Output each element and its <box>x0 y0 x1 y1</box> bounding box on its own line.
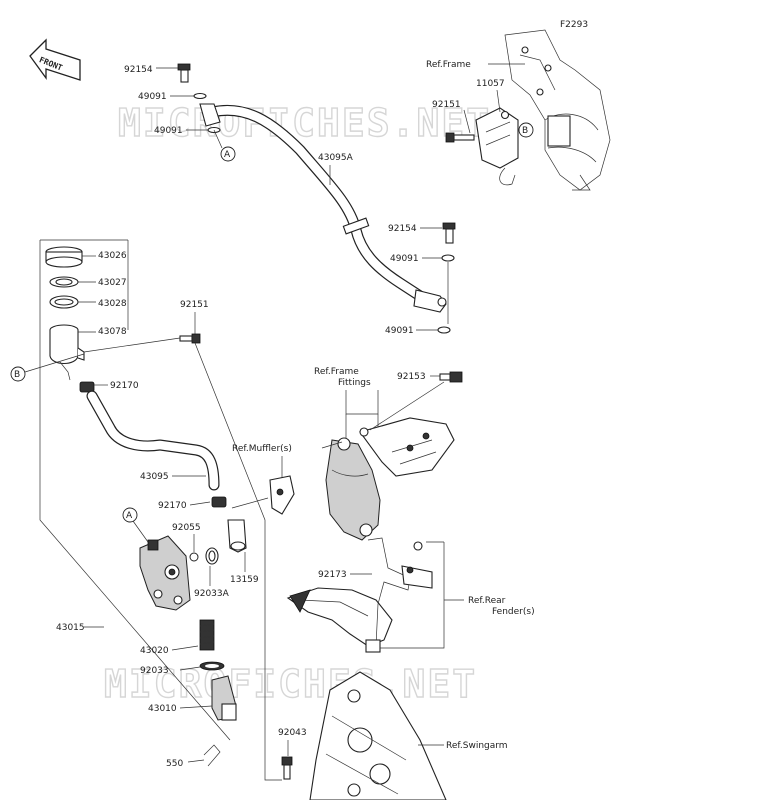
oring-92055 <box>189 552 199 562</box>
ring-92033A <box>205 547 219 565</box>
rear-fender <box>286 587 393 647</box>
front-arrow-icon: FRONT <box>29 38 81 81</box>
label-92170-mid: 92170 <box>158 501 187 511</box>
label-43010: 43010 <box>148 704 177 714</box>
label-92033: 92033 <box>140 666 169 676</box>
label-550: 550 <box>166 759 183 769</box>
bolt-92043 <box>281 756 293 780</box>
callout-a-master <box>122 507 138 523</box>
label-ref-frame-fittings-2: Fittings <box>338 378 371 388</box>
watermark-top: MICROFICHES.NET <box>118 101 491 145</box>
fitting-13159 <box>227 519 247 553</box>
label-ref-swingarm: Ref.Swingarm <box>446 741 508 751</box>
callout-b-reservoir-label: B <box>14 370 20 380</box>
label-92153: 92153 <box>397 372 426 382</box>
label-43015: 43015 <box>56 623 85 633</box>
label-49091-b: 49091 <box>154 126 183 136</box>
plate-43027 <box>49 276 79 288</box>
label-92055: 92055 <box>172 523 201 533</box>
banjo-bolt-92154-top <box>177 63 191 83</box>
callout-a-hose-label: A <box>224 150 231 160</box>
label-43026: 43026 <box>98 251 127 261</box>
clevis-43010 <box>211 675 237 721</box>
reservoir-cap-43026 <box>45 246 83 268</box>
bolt-92153 <box>439 371 463 383</box>
reservoir-43078 <box>49 324 85 381</box>
label-49091-d: 49091 <box>385 326 414 336</box>
cotter-pin-550 <box>203 744 221 767</box>
frame-fittings-bracket <box>359 417 455 477</box>
label-13159: 13159 <box>230 575 259 585</box>
washer-49091-a <box>193 92 207 100</box>
callout-a-master-label: A <box>126 511 133 521</box>
label-43095A: 43095A <box>318 153 354 163</box>
frame-bracket-top <box>475 29 611 191</box>
label-ref-mufflers: Ref.Muffler(s) <box>232 444 292 454</box>
label-49091-a: 49091 <box>138 92 167 102</box>
ring-92033 <box>199 661 225 671</box>
label-43028: 43028 <box>98 299 127 309</box>
reservoir-hose-43095 <box>86 390 220 491</box>
label-92151-top: 92151 <box>432 100 461 110</box>
diaphragm-43028 <box>49 295 79 309</box>
label-92170-top: 92170 <box>110 381 139 391</box>
bolt-92151-left <box>179 333 201 344</box>
label-92154-mid: 92154 <box>388 224 417 234</box>
label-49091-c: 49091 <box>390 254 419 264</box>
banjo-bolt-92154-mid <box>442 222 456 244</box>
muffler-bracket <box>269 475 295 515</box>
label-92043: 92043 <box>278 728 307 738</box>
label-92154-top: 92154 <box>124 65 153 75</box>
upper-brake-hose-43095A <box>199 103 447 313</box>
washer-49091-c <box>441 254 455 262</box>
clamp-92170-top <box>79 381 95 393</box>
label-ref-frame-fittings-1: Ref.Frame <box>314 367 359 377</box>
callout-b-frame-label: B <box>522 126 528 136</box>
figure-code: F2293 <box>560 20 588 30</box>
fender-bracket-92173 <box>365 537 433 653</box>
washer-49091-d <box>437 326 451 334</box>
bolt-92151-top <box>445 132 475 143</box>
label-43020: 43020 <box>140 646 169 656</box>
label-92033A: 92033A <box>194 589 230 599</box>
clamp-92170-mid <box>211 496 227 508</box>
callout-a-hose <box>220 146 236 162</box>
push-rod-43020 <box>199 619 215 651</box>
label-92173: 92173 <box>318 570 347 580</box>
label-92151-left: 92151 <box>180 300 209 310</box>
label-43078: 43078 <box>98 327 127 337</box>
label-ref-rear-fender-2: Fender(s) <box>492 607 535 617</box>
watermark-bottom: MICROFICHES.NET <box>104 662 477 706</box>
footrest-bracket <box>325 437 381 541</box>
label-43027: 43027 <box>98 278 127 288</box>
reservoir-frame <box>39 239 231 741</box>
label-43095: 43095 <box>140 472 169 482</box>
callout-b-reservoir <box>10 366 26 382</box>
label-11057: 11057 <box>476 79 505 89</box>
label-ref-rear-fender-1: Ref.Rear <box>468 596 506 606</box>
label-ref-frame-top: Ref.Frame <box>426 60 471 70</box>
master-cylinder-body <box>139 535 191 611</box>
swingarm <box>309 671 447 800</box>
callout-b-frame <box>518 122 534 138</box>
